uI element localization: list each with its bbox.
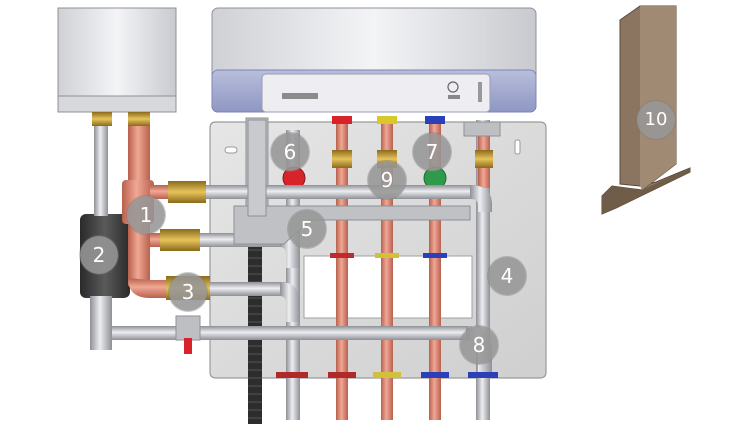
pipe-rings: [276, 116, 498, 378]
plate-slot: [514, 139, 521, 155]
water-heater-unit: [57, 7, 177, 126]
callout-2: 2: [80, 236, 118, 274]
boiler-logo-icon: [282, 93, 318, 99]
drain-valve-handle-icon: [184, 338, 192, 354]
callout-7: 7: [413, 133, 451, 171]
callout-6: 6: [271, 133, 309, 171]
valves: [282, 166, 447, 190]
callout-5: 5: [288, 210, 326, 248]
boiler-unit: [211, 7, 537, 113]
callout-10: 10: [637, 101, 675, 139]
callout-4: 4: [488, 257, 526, 295]
horizontal-pipe-1: [150, 181, 492, 212]
callout-8: 8: [460, 326, 498, 364]
boiler-button-icon: [447, 81, 459, 93]
callout-3: 3: [169, 273, 207, 311]
callout-9: 9: [368, 161, 406, 199]
pipe-outlets: [286, 378, 490, 418]
callout-1: 1: [127, 196, 165, 234]
